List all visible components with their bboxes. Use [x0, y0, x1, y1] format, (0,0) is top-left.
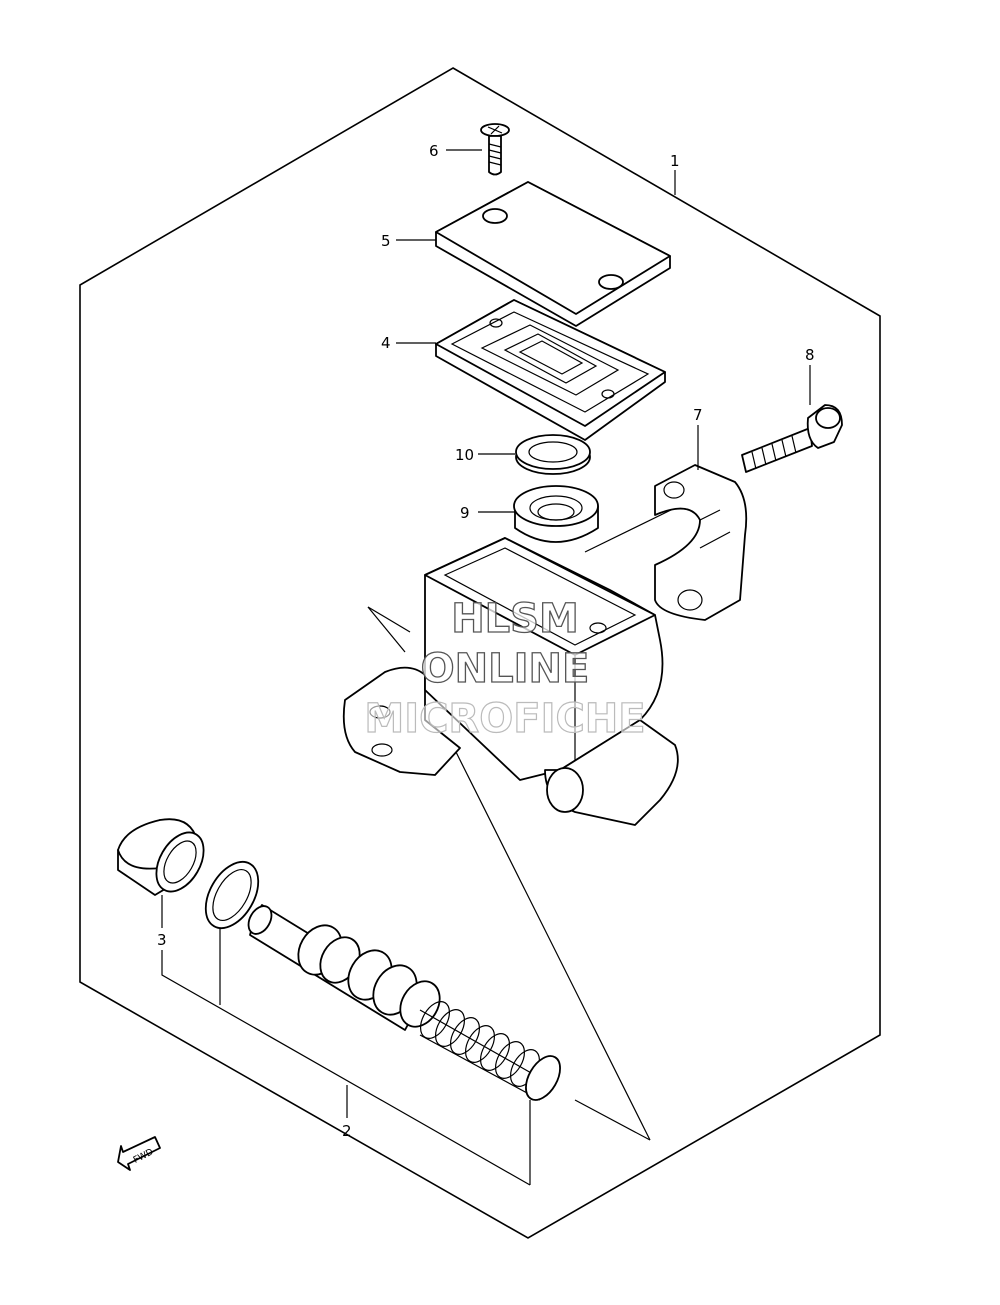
part-3-boot	[117, 818, 205, 896]
fwd-arrow-icon: FWD	[117, 1136, 161, 1171]
watermark: HLSM ONLINE MICROFICHE	[364, 595, 646, 742]
callout-2: 2	[342, 1122, 352, 1140]
part-4-diaphragm	[435, 299, 666, 441]
callout-7: 7	[693, 406, 703, 424]
part-10-ring	[515, 434, 591, 475]
callout-8: 8	[805, 346, 815, 364]
assembly-axis-lines	[367, 507, 676, 1141]
callout-6: 6	[429, 142, 439, 160]
callout-3: 3	[157, 931, 167, 949]
callout-1: 1	[670, 152, 680, 170]
assembly-boundary	[79, 67, 881, 1239]
part-2-piston	[247, 904, 441, 1031]
callout-5: 5	[381, 232, 391, 250]
part-7-holder	[654, 464, 748, 621]
master-cylinder-body	[342, 537, 679, 826]
callout-9: 9	[460, 504, 470, 522]
part-spring	[419, 1001, 561, 1101]
part-6-screw	[480, 123, 510, 176]
part-9-boot	[513, 485, 599, 543]
watermark-line-1: HLSM	[451, 596, 579, 642]
part-circlip	[204, 861, 260, 929]
callout-4: 4	[381, 334, 391, 352]
callout-10: 10	[455, 446, 474, 464]
part-8-bolt	[741, 404, 843, 473]
callout-leader-lines	[161, 149, 811, 1186]
watermark-line-2: ONLINE	[421, 646, 590, 692]
watermark-line-3: MICROFICHE	[364, 696, 645, 742]
part-5-reservoir-cap	[435, 181, 671, 327]
